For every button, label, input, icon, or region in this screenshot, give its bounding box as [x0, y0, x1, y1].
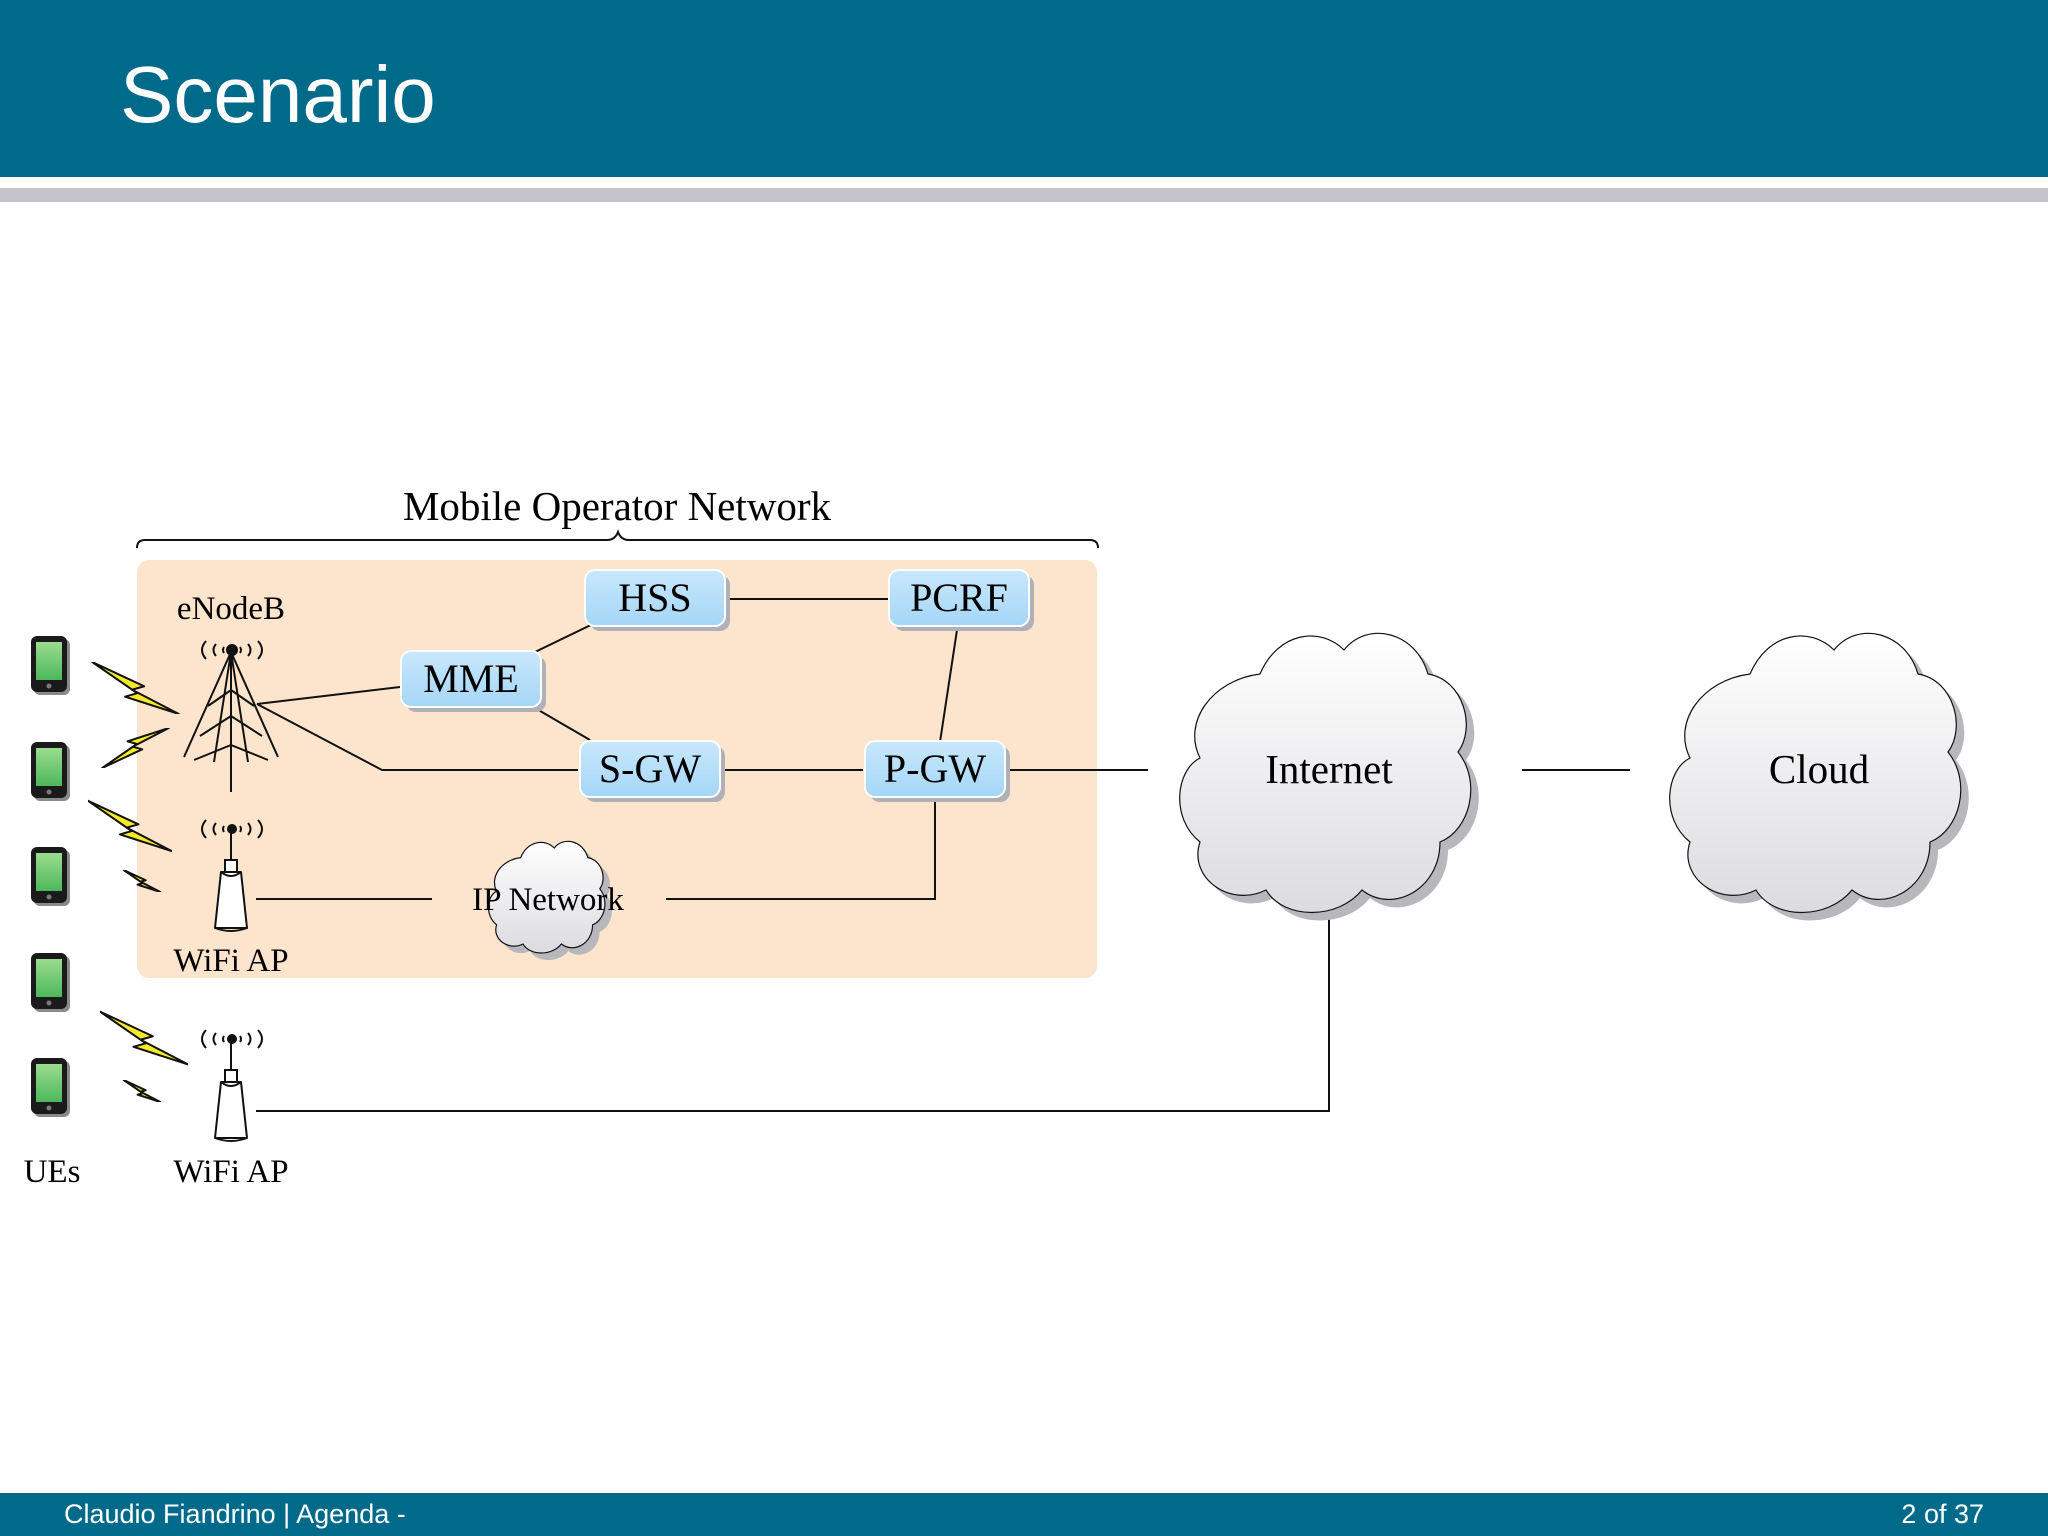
- slide-header: Scenario: [0, 0, 2048, 177]
- slide-footer: Claudio Fiandrino | Agenda - 2 of 37: [0, 1493, 2048, 1536]
- header-divider: [0, 188, 2048, 202]
- enodeb-tower-icon: [183, 640, 279, 792]
- sgw-node: S-GW: [579, 740, 725, 802]
- operator-network-label: Mobile Operator Network: [403, 483, 832, 529]
- hss-label: HSS: [618, 575, 691, 620]
- phone-icon: [31, 742, 70, 801]
- wifi-ap-outer-icon: [201, 1029, 263, 1143]
- enodeb-label: eNodeB: [177, 591, 285, 627]
- pcrf-label: PCRF: [910, 575, 1008, 620]
- wifi-ap-inner-label: WiFi AP: [173, 943, 288, 979]
- pcrf-node: PCRF: [888, 569, 1034, 631]
- cloud-cloud: Cloud: [1670, 633, 1969, 921]
- footer-author: Claudio Fiandrino | Agenda -: [64, 1499, 406, 1529]
- pgw-label: P-GW: [884, 746, 986, 791]
- sgw-label: S-GW: [599, 746, 701, 791]
- ue-phones: [31, 636, 70, 1117]
- connection-lines: [256, 598, 1630, 1112]
- page-number: 2 of 37: [1901, 1499, 1984, 1529]
- phone-icon: [31, 953, 70, 1012]
- lightning-icon: [100, 1010, 188, 1066]
- phone-icon: [31, 1058, 70, 1117]
- cloud-label: Cloud: [1769, 746, 1869, 792]
- wifi-ap-outer-label: WiFi AP: [173, 1154, 288, 1190]
- operator-network-brace: [136, 529, 1099, 549]
- ip-network-label: IP Network: [472, 882, 624, 918]
- slide-title: Scenario: [120, 50, 436, 139]
- phone-icon: [31, 847, 70, 906]
- ip-network-cloud: IP Network: [472, 839, 624, 960]
- phone-icon: [31, 636, 70, 695]
- lightning-icon: [122, 1080, 162, 1102]
- internet-label: Internet: [1265, 746, 1393, 792]
- internet-cloud: Internet: [1180, 633, 1479, 921]
- mme-node: MME: [400, 650, 546, 712]
- mme-label: MME: [423, 656, 519, 701]
- hss-node: HSS: [584, 569, 730, 631]
- ues-label: UEs: [24, 1154, 81, 1190]
- pgw-node: P-GW: [864, 740, 1010, 802]
